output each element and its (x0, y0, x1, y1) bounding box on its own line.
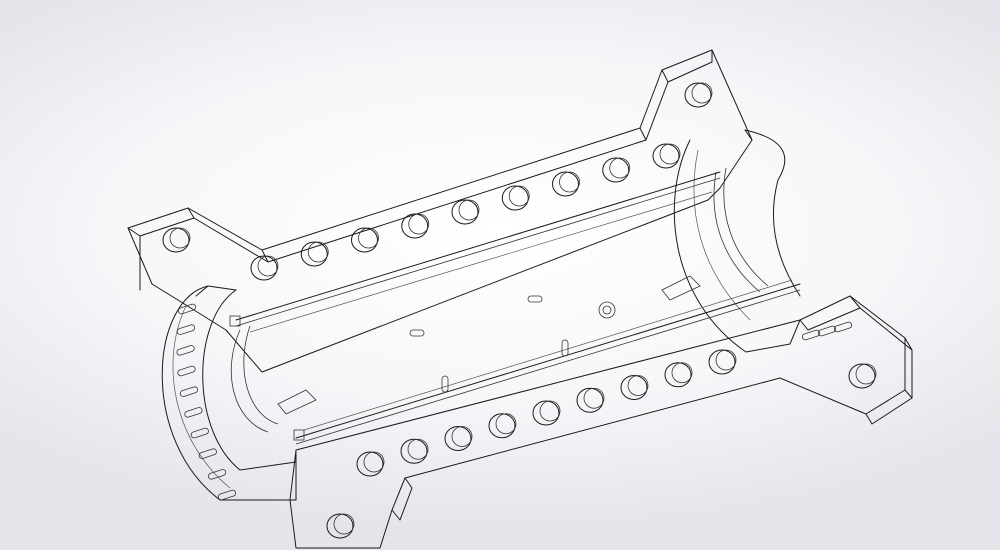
upper-bolt-hole-6 (501, 185, 530, 211)
rear-ring-flange (673, 129, 801, 353)
upper-bolt-hole-8-inner (609, 157, 631, 179)
lower-bolt-hole-6-inner (583, 387, 605, 409)
upper-bolt-hole-4-outer (401, 213, 429, 239)
lower-bolt-hole-1-outer (356, 451, 384, 477)
front-radial-pins (176, 303, 237, 501)
upper-bolt-hole-3-outer (351, 227, 378, 253)
front-radial-pin-10 (217, 489, 237, 501)
front-radial-pin-4 (177, 365, 196, 377)
rear-block-bolt-hole-2-outer (848, 363, 876, 389)
upper-bolt-hole-5 (451, 199, 480, 225)
upper-bolt-hole-5-inner (458, 199, 480, 221)
rear-radial-pin-2 (817, 325, 837, 337)
front-block-bolt-hole-2 (326, 513, 355, 539)
rear-radial-pin-1 (801, 329, 821, 341)
front-radial-pin-6 (184, 407, 203, 418)
front-block-bolt-hole-2-inner (333, 513, 355, 535)
lower-bolt-hole-2-outer (400, 438, 428, 464)
lower-bolt-hole-9-outer (708, 349, 736, 375)
upper-bolt-hole-4 (401, 213, 430, 239)
lower-bolt-holes (356, 349, 737, 477)
front-ring-flange (161, 285, 297, 501)
upper-bolt-hole-4-inner (408, 213, 430, 235)
front-block-bolt-hole-2-outer (326, 513, 354, 539)
front-radial-pin-2 (176, 324, 196, 335)
upper-bolt-hole-7-outer (552, 171, 579, 197)
lower-bolt-hole-5-inner (539, 400, 561, 422)
upper-bolt-hole-5-outer (451, 199, 479, 225)
lower-bolt-hole-6-outer (576, 387, 604, 413)
rear-block-bolt-hole-2-inner (855, 363, 877, 385)
rear-radial-pin-3 (833, 321, 853, 333)
lower-bolt-hole-8 (664, 362, 693, 388)
upper-flange-plate (127, 49, 753, 373)
lower-bolt-hole-7 (620, 375, 649, 400)
upper-bolt-hole-2-outer (300, 241, 328, 267)
upper-bolt-hole-9-outer (652, 143, 680, 169)
rear-block-bolt-hole-1 (684, 82, 713, 108)
upper-bolt-hole-6-inner (508, 185, 530, 207)
inner-pins (277, 275, 701, 415)
upper-bolt-hole-2 (300, 241, 329, 267)
front-block-bolt-hole-1-outer (162, 227, 190, 253)
front-block-bolt-hole-1-inner (169, 227, 191, 249)
lower-bolt-hole-5 (532, 400, 561, 426)
lower-bolt-hole-1 (356, 451, 385, 477)
lower-bolt-hole-9 (708, 349, 737, 375)
upper-bolt-hole-3 (351, 227, 379, 253)
lower-bolt-hole-2-inner (407, 438, 429, 460)
front-radial-pin-7 (190, 427, 209, 439)
lower-bolt-hole-8-outer (664, 362, 692, 388)
upper-bolt-hole-9-inner (659, 143, 681, 165)
lower-bolt-hole-4-inner (495, 413, 517, 435)
upper-bolt-hole-3-inner (358, 227, 379, 249)
lower-bolt-hole-7-outer (620, 375, 648, 400)
lower-bolt-hole-4-outer (488, 413, 516, 439)
rear-block-bolt-hole-1-inner (691, 82, 713, 104)
upper-bolt-hole-2-inner (307, 241, 329, 263)
lower-bolt-hole-8-inner (671, 362, 693, 384)
upper-bolt-hole-6-outer (501, 185, 529, 211)
upper-bolt-hole-8-outer (602, 157, 630, 183)
lower-flange-plate (289, 295, 913, 549)
lower-bolt-hole-6 (576, 387, 605, 413)
upper-bolt-hole-8 (602, 157, 631, 183)
upper-bolt-hole-7 (552, 171, 580, 197)
rear-block-bolt-hole-1-outer (684, 82, 712, 108)
lower-bolt-hole-2 (400, 438, 429, 464)
upper-bolt-hole-1-outer (250, 255, 278, 281)
end-block-bolt-holes (162, 82, 877, 539)
tube-body (229, 171, 801, 445)
upper-bolt-hole-1-inner (257, 255, 279, 277)
front-radial-pin-9 (207, 469, 227, 480)
lower-bolt-hole-5-outer (532, 400, 560, 426)
lower-bolt-hole-4 (488, 413, 517, 439)
lower-bolt-hole-1-inner (363, 451, 385, 473)
upper-bolt-hole-1 (250, 255, 279, 281)
front-radial-pin-1 (177, 303, 197, 315)
lower-bolt-hole-3 (444, 426, 473, 451)
front-radial-pin-5 (179, 386, 199, 397)
upper-bolt-hole-9 (652, 143, 681, 169)
lower-bolt-hole-3-inner (451, 426, 473, 447)
upper-bolt-hole-7-inner (559, 171, 580, 193)
front-radial-pin-8 (198, 448, 217, 459)
lower-bolt-hole-3-outer (444, 426, 472, 451)
lower-bolt-hole-7-inner (627, 375, 649, 396)
front-radial-pin-3 (176, 345, 195, 356)
lower-bolt-hole-9-inner (715, 349, 737, 371)
upper-bolt-holes (250, 143, 681, 281)
rear-block-bolt-hole-2 (848, 363, 877, 389)
front-block-bolt-hole-1 (162, 227, 191, 253)
rear-radial-pins (801, 321, 853, 341)
